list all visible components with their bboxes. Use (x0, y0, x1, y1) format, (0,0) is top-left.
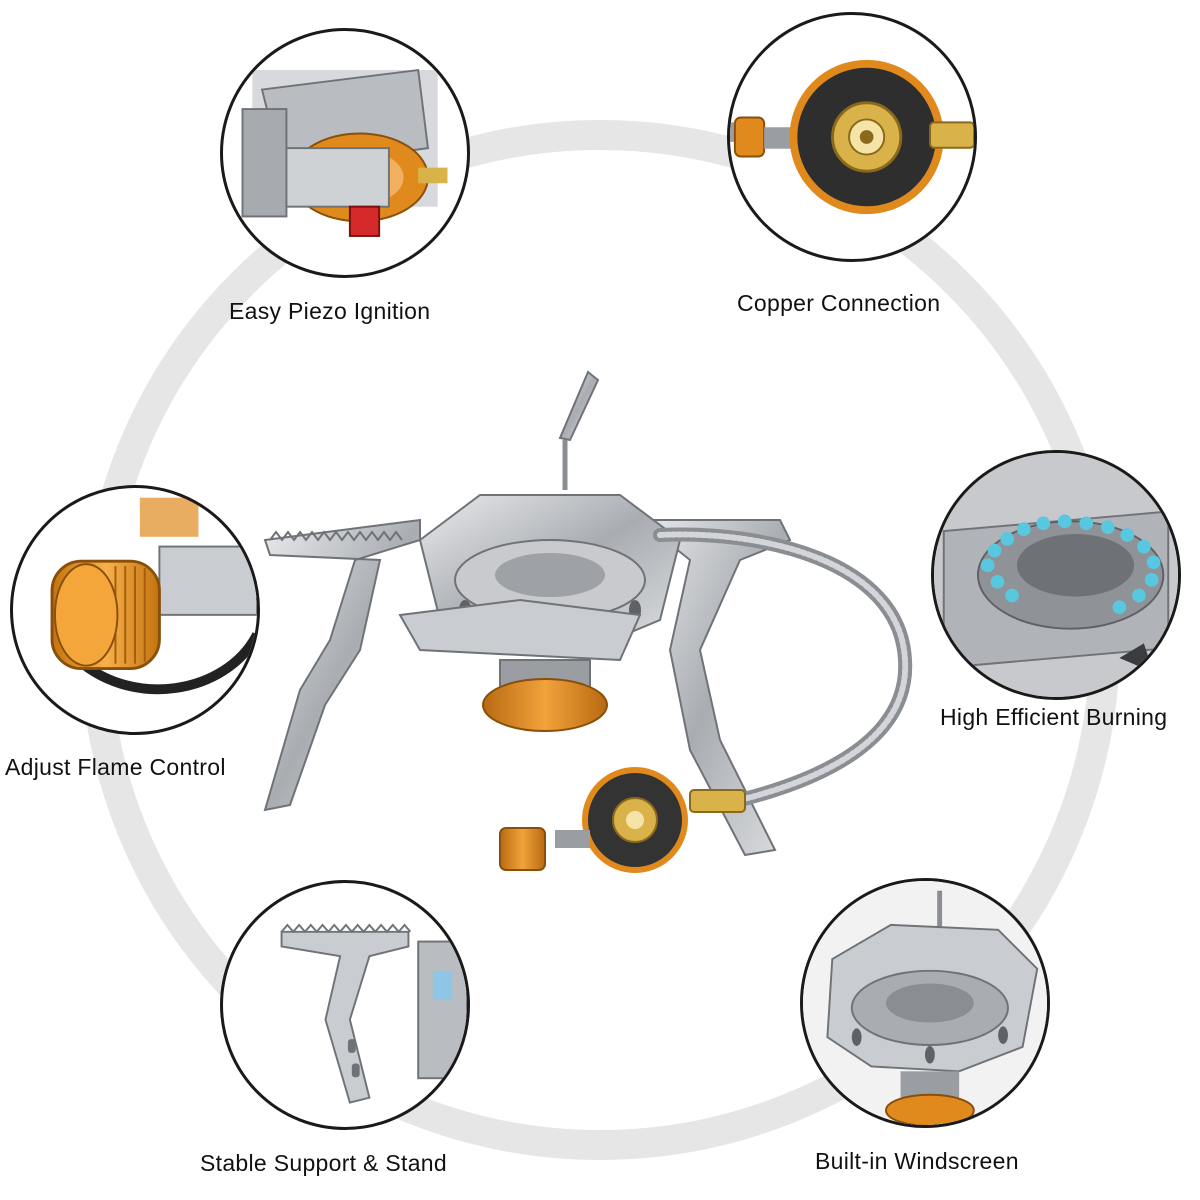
feature-copper-connection-image (727, 12, 977, 262)
feature-efficient-burning-image (931, 450, 1181, 700)
feature-windscreen-image (800, 878, 1050, 1128)
feature-piezo-ignition-image (220, 28, 470, 278)
feature-flame-control-image (10, 485, 260, 735)
caption-efficient-burning: High Efficient Burning (940, 704, 1168, 730)
caption-flame-control: Adjust Flame Control (5, 754, 226, 780)
caption-support-stand: Stable Support & Stand (200, 1150, 447, 1176)
caption-piezo-ignition: Easy Piezo Ignition (229, 298, 431, 324)
feature-support-stand-image (220, 880, 470, 1130)
caption-copper-connection: Copper Connection (737, 290, 941, 316)
caption-windscreen: Built-in Windscreen (815, 1148, 1019, 1174)
